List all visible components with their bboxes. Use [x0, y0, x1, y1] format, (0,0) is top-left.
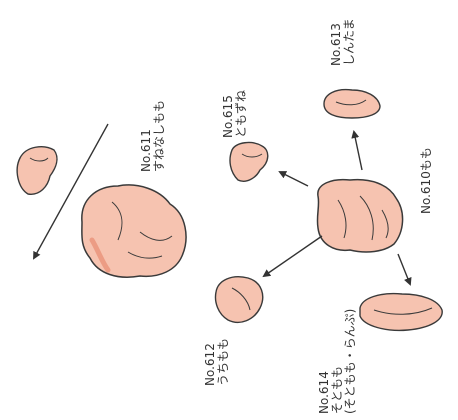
label-momo: No.610もも [420, 147, 433, 214]
tomozune-shape [230, 143, 268, 182]
sotomomo-note: (そともも・らんぷ) [344, 309, 357, 414]
tomozune-name: ともずね [235, 90, 248, 138]
label-sotomomo: No.614 そともも (そともも・らんぷ) [318, 309, 357, 414]
arrow-to-uchimomo [264, 236, 322, 276]
label-uchimomo: No.612 うちもも [204, 338, 230, 386]
shintama-name: しんたま [343, 18, 356, 66]
arrow-to-tomozune [280, 172, 308, 186]
uchimomo-name: うちもも [217, 338, 230, 386]
uchimomo-shape [216, 277, 263, 323]
momo-shape [317, 180, 402, 252]
sunanashi-name: すねなしもも [153, 100, 166, 172]
arrow-to-shintama [354, 132, 362, 170]
label-sunanashi: No.611 すねなしもも [140, 100, 166, 172]
label-shintama: No.613 しんたま [330, 18, 356, 66]
arrow-to-sotomomo [398, 254, 410, 284]
shin-piece-shape [17, 147, 57, 195]
sunanashi-momo-shape [82, 185, 186, 277]
momo-code-name: No.610もも [420, 147, 433, 214]
shintama-shape [324, 90, 380, 118]
sotomomo-shape [360, 294, 442, 331]
label-tomozune: No.615 ともずね [222, 90, 248, 138]
